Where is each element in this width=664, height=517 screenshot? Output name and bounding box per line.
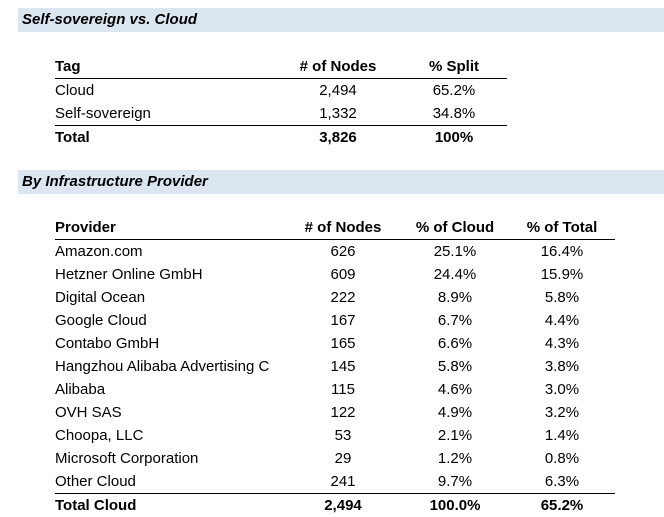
pct-total-cell: 6.3% [509,470,615,494]
nodes-cell: 609 [285,263,401,286]
pct-total-cell: 5.8% [509,286,615,309]
pct-cloud-cell: 25.1% [401,240,509,264]
pct-total-cell: 0.8% [509,447,615,470]
total-pct-cloud: 100.0% [401,494,509,517]
nodes-cell: 241 [285,470,401,494]
table-header-row: Provider # of Nodes % of Cloud % of Tota… [55,216,615,240]
nodes-cell: 2,494 [275,79,401,103]
pct-cloud-cell: 1.2% [401,447,509,470]
nodes-cell: 115 [285,378,401,401]
nodes-cell: 122 [285,401,401,424]
pct-cloud-cell: 9.7% [401,470,509,494]
table-total-row: Total Cloud 2,494 100.0% 65.2% [55,494,615,517]
pct-cloud-cell: 5.8% [401,355,509,378]
self-sovereign-table: Tag # of Nodes % Split Cloud 2,494 65.2%… [55,55,507,149]
nodes-cell: 165 [285,332,401,355]
split-cell: 65.2% [401,79,507,103]
pct-total-cell: 3.8% [509,355,615,378]
table-header-row: Tag # of Nodes % Split [55,55,507,79]
table-row: Self-sovereign 1,332 34.8% [55,102,507,126]
nodes-cell: 222 [285,286,401,309]
nodes-cell: 145 [285,355,401,378]
tag-cell: Cloud [55,79,275,103]
total-split: 100% [401,126,507,150]
provider-cell: Digital Ocean [55,286,285,309]
pct-cloud-cell: 8.9% [401,286,509,309]
pct-cloud-cell: 6.7% [401,309,509,332]
provider-cell: Alibaba [55,378,285,401]
nodes-cell: 53 [285,424,401,447]
total-pct-total: 65.2% [509,494,615,517]
table-total-row: Total 3,826 100% [55,126,507,150]
total-nodes: 2,494 [285,494,401,517]
provider-cell: Contabo GmbH [55,332,285,355]
section-title-infrastructure: By Infrastructure Provider [18,170,664,194]
pct-total-cell: 16.4% [509,240,615,264]
provider-cell: Other Cloud [55,470,285,494]
provider-cell: Hetzner Online GmbH [55,263,285,286]
column-header-pct-cloud: % of Cloud [401,216,509,240]
pct-cloud-cell: 6.6% [401,332,509,355]
pct-total-cell: 4.4% [509,309,615,332]
column-header-tag: Tag [55,55,275,79]
provider-cell: Google Cloud [55,309,285,332]
total-label: Total [55,126,275,150]
provider-cell: Amazon.com [55,240,285,264]
provider-cell: Hangzhou Alibaba Advertising C [55,355,285,378]
pct-cloud-cell: 2.1% [401,424,509,447]
provider-cell: OVH SAS [55,401,285,424]
section-title-self-sovereign: Self-sovereign vs. Cloud [18,8,664,32]
pct-cloud-cell: 4.9% [401,401,509,424]
pct-total-cell: 3.2% [509,401,615,424]
pct-total-cell: 15.9% [509,263,615,286]
nodes-cell: 167 [285,309,401,332]
provider-table: Provider # of Nodes % of Cloud % of Tota… [55,216,615,517]
total-nodes: 3,826 [275,126,401,150]
nodes-cell: 1,332 [275,102,401,126]
pct-total-cell: 1.4% [509,424,615,447]
provider-cell: Microsoft Corporation [55,447,285,470]
column-header-pct-total: % of Total [509,216,615,240]
table-row: Cloud 2,494 65.2% [55,79,507,103]
split-cell: 34.8% [401,102,507,126]
column-header-provider: Provider [55,216,285,240]
pct-total-cell: 3.0% [509,378,615,401]
nodes-cell: 626 [285,240,401,264]
pct-cloud-cell: 24.4% [401,263,509,286]
total-label: Total Cloud [55,494,285,517]
column-header-split: % Split [401,55,507,79]
column-header-nodes: # of Nodes [285,216,401,240]
nodes-cell: 29 [285,447,401,470]
provider-cell: Choopa, LLC [55,424,285,447]
pct-cloud-cell: 4.6% [401,378,509,401]
tag-cell: Self-sovereign [55,102,275,126]
pct-total-cell: 4.3% [509,332,615,355]
column-header-nodes: # of Nodes [275,55,401,79]
